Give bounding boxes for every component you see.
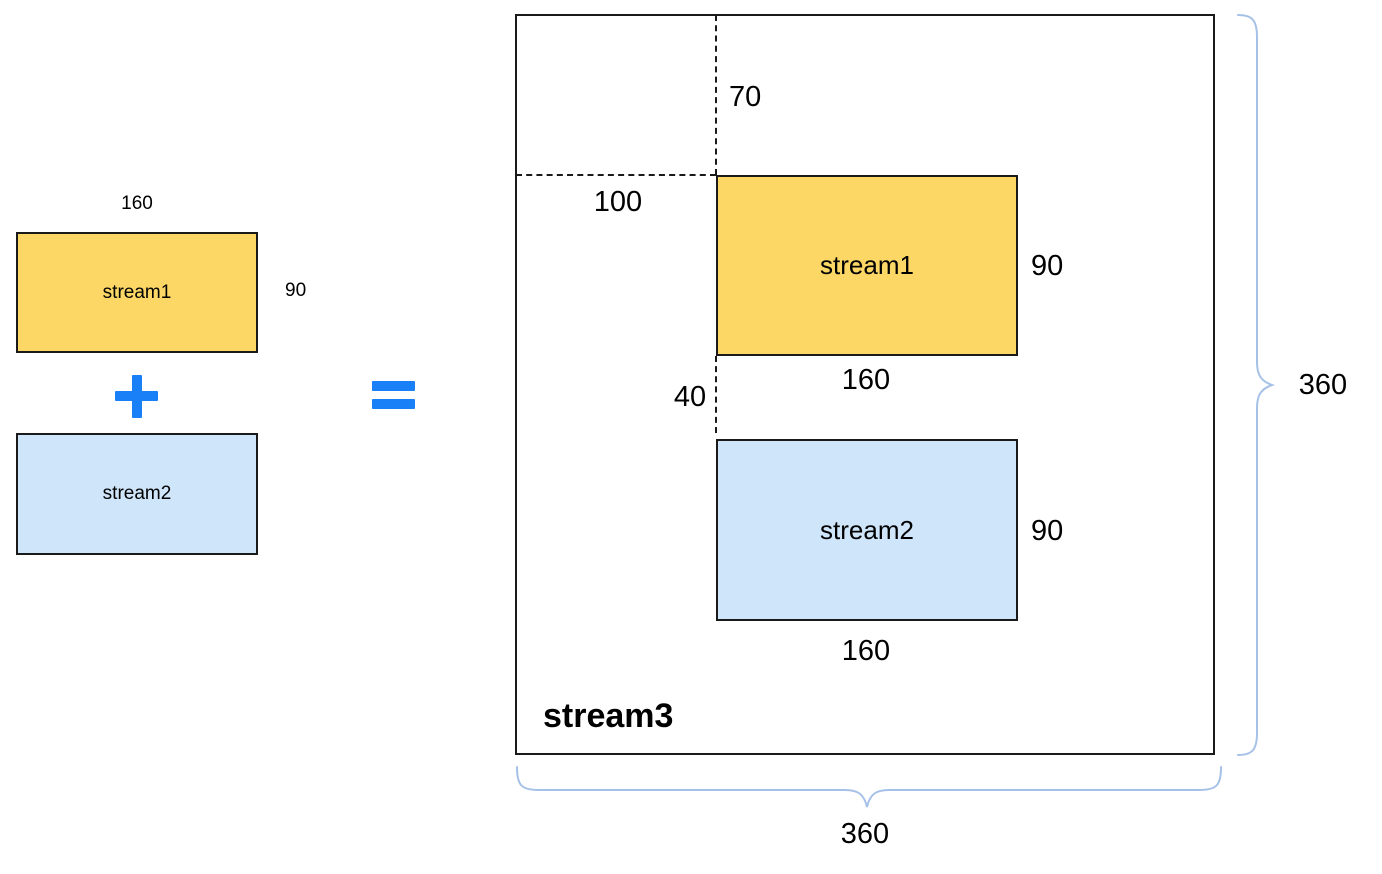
stream2-height-label: 90 — [1031, 515, 1064, 547]
left-stream1-height-label: 90 — [285, 280, 307, 301]
right-brace — [1237, 14, 1275, 756]
stream2-box: stream2 — [716, 439, 1018, 621]
stream1-width-label: 160 — [841, 364, 891, 396]
gap-dashed-line — [715, 356, 717, 433]
offset-top-dashed-line — [715, 15, 717, 175]
stream3-title: stream3 — [543, 697, 674, 735]
offset-left-dashed-line — [516, 174, 716, 176]
stream2-label: stream2 — [820, 514, 914, 545]
left-stream2-box: stream2 — [16, 433, 258, 555]
canvas-width-label: 360 — [840, 818, 890, 850]
stream1-label: stream1 — [820, 250, 914, 280]
canvas-height-label: 360 — [1298, 369, 1348, 401]
bottom-brace — [516, 766, 1222, 808]
stream2-width-label: 160 — [841, 635, 891, 667]
offset-left-label: 100 — [593, 186, 643, 218]
stream3-canvas — [515, 14, 1215, 755]
equals-icon-bottom-bar — [372, 399, 415, 409]
plus-icon — [115, 375, 158, 418]
equals-icon-top-bar — [372, 381, 415, 391]
gap-label: 40 — [673, 381, 707, 413]
offset-top-label: 70 — [729, 81, 762, 113]
left-stream1-width-label: 160 — [121, 193, 153, 214]
equals-icon — [372, 381, 415, 409]
left-stream1-box: stream1 — [16, 232, 258, 353]
left-stream1-label: stream1 — [102, 281, 172, 303]
stream1-height-label: 90 — [1031, 250, 1064, 282]
plus-icon-vbar — [132, 375, 142, 418]
left-stream2-label: stream2 — [102, 483, 172, 504]
stream1-box: stream1 — [716, 175, 1018, 356]
